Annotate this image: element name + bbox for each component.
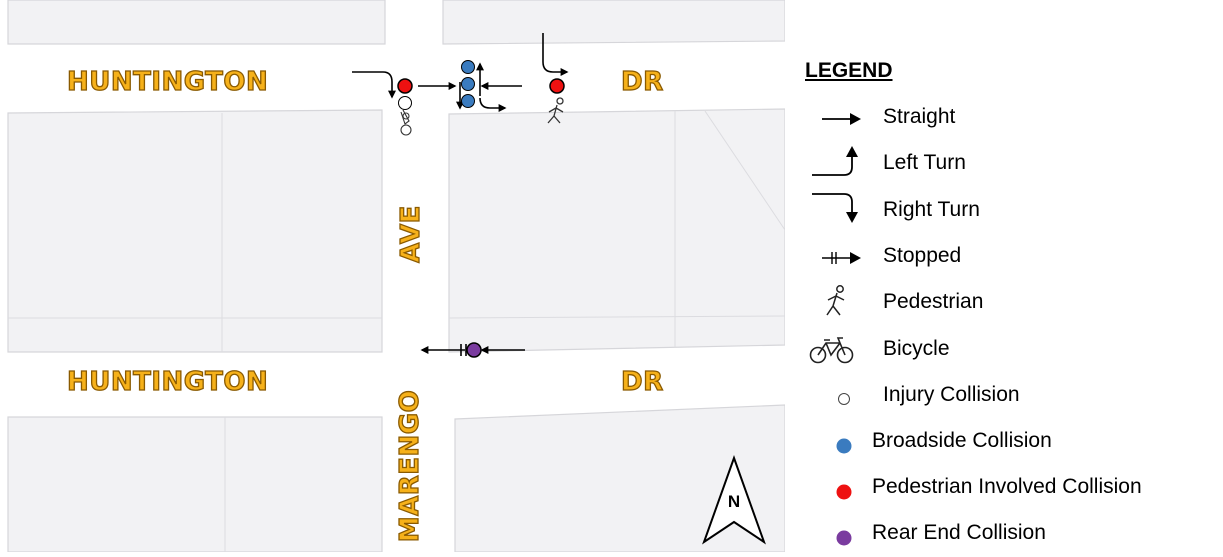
legend-item-stopped: Stopped: [790, 236, 1223, 276]
legend-label: Broadside Collision: [872, 429, 1052, 452]
map-canvas: N: [7, 0, 786, 553]
block-west-mid: [7, 109, 383, 353]
legend-label: Injury Collision: [883, 383, 1020, 406]
street-label-huntington-north: HUNTINGTON: [66, 67, 269, 97]
legend-item-right-turn: Right Turn: [790, 190, 1223, 230]
block-sw: [7, 416, 383, 553]
street-label-ave: AVE: [395, 204, 426, 263]
block-east-mid: [448, 108, 786, 353]
collision-map: N HUNTINGTON DR HUNTINGTON DR AVE MARENG…: [7, 0, 786, 553]
right-turn-arrow-icon: [812, 193, 858, 223]
north-arrow-icon: N: [702, 455, 766, 545]
legend-label: Straight: [883, 105, 956, 128]
legend-item-broadside: Broadside Collision: [790, 421, 1223, 461]
north-arrow-label: N: [728, 492, 740, 511]
legend-label: Pedestrian: [883, 290, 984, 313]
street-label-dr-south: DR: [620, 367, 664, 397]
straight-arrow-icon: [822, 113, 861, 125]
street-label-dr-north: DR: [620, 67, 664, 97]
collision-group-rear-end: [420, 342, 525, 358]
bicycle-icon: [400, 109, 412, 136]
pedestrian-dot-icon: [836, 484, 852, 500]
block-inner-lines: [8, 110, 786, 552]
pedestrian-icon: [826, 285, 845, 316]
street-label-huntington-south: HUNTINGTON: [66, 367, 269, 397]
legend-item-injury: Injury Collision: [790, 375, 1223, 415]
pedestrian-icon: [547, 97, 564, 124]
left-turn-arrow-icon: [812, 146, 858, 176]
collision-group-west: [352, 71, 457, 136]
stopped-arrow-icon: [822, 252, 861, 264]
rear-end-dot-icon: [836, 530, 852, 546]
injury-circle-icon: [838, 393, 850, 405]
legend-label: Pedestrian Involved Collision: [872, 475, 1142, 498]
collision-group-pedestrian: [542, 33, 569, 124]
legend-label: Left Turn: [883, 151, 966, 174]
legend-item-bicycle: Bicycle: [790, 329, 1223, 369]
legend-label: Bicycle: [883, 337, 950, 360]
legend-label: Right Turn: [883, 198, 980, 221]
block-n: [442, 0, 786, 45]
block-nw: [7, 0, 386, 45]
legend-title: LEGEND: [805, 59, 893, 82]
city-blocks: [7, 0, 786, 553]
collision-group-broadside: [456, 60, 522, 112]
broadside-dot-icon: [836, 438, 852, 454]
legend-item-straight: Straight: [790, 97, 1223, 137]
legend-item-pedestrian: Pedestrian: [790, 282, 1223, 322]
legend-label: Rear End Collision: [872, 521, 1046, 544]
legend-item-pedestrian-involved: Pedestrian Involved Collision: [790, 467, 1223, 507]
street-label-marengo: MARENGO: [394, 389, 425, 543]
legend-label: Stopped: [883, 244, 962, 267]
legend-item-left-turn: Left Turn: [790, 143, 1223, 183]
legend-item-rear-end: Rear End Collision: [790, 513, 1223, 553]
legend-panel: LEGEND Straight Left Turn Right Turn Sto…: [790, 0, 1223, 552]
bicycle-icon: [809, 337, 854, 364]
